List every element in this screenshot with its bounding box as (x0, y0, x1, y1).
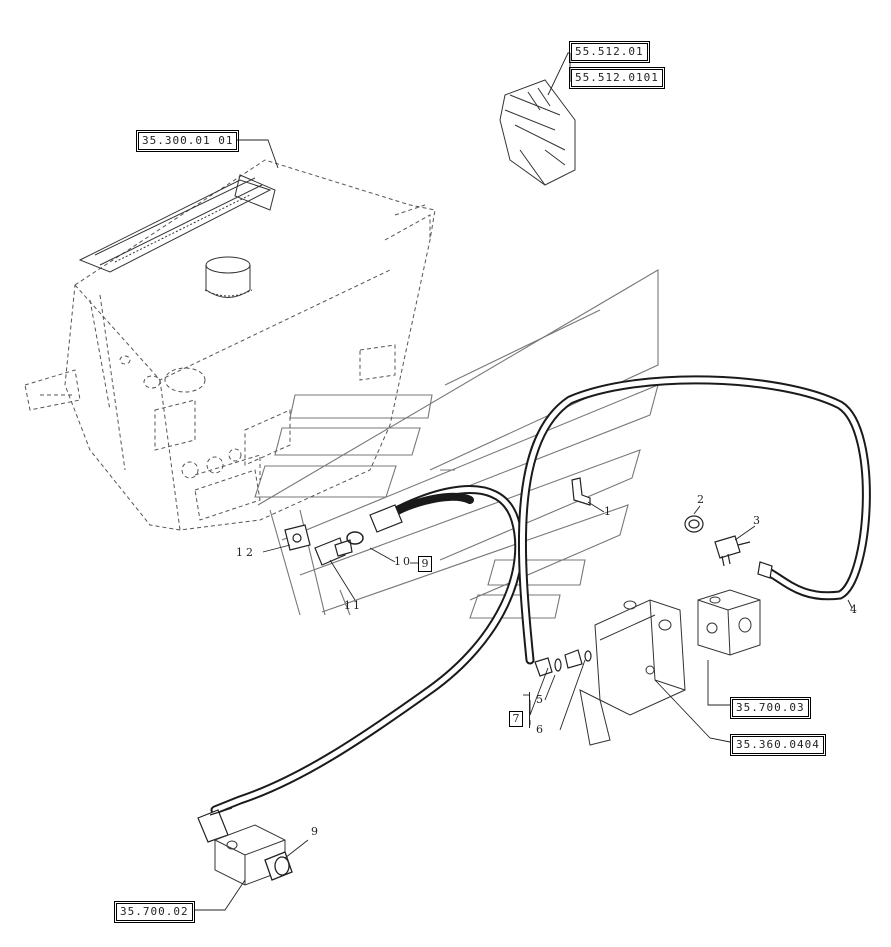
ref-label-55-512-01: 55.512.01 (569, 41, 650, 63)
block-35-700-03 (697, 589, 761, 656)
hose-loop-right-inner (519, 377, 869, 663)
ref-label-35-300-01-01: 35.300.01 01 (135, 130, 240, 152)
callout-3: 3 (753, 514, 760, 527)
callout-10: 10 (394, 555, 412, 568)
cap-9 (264, 851, 293, 881)
tee-3 (714, 535, 751, 567)
control-unit (499, 79, 576, 186)
fitting-11-elbow (314, 537, 353, 566)
callout-bracket (529, 692, 536, 728)
callout-12: 12 (236, 546, 256, 559)
ref-label-55-512-0101: 55.512.0101 (569, 67, 665, 89)
valve-block (579, 599, 686, 746)
bracket-1 (571, 477, 591, 506)
hose-end-4 (757, 561, 773, 579)
fitting-12 (284, 524, 311, 551)
callout-9-box: 9 (418, 556, 432, 572)
hose-end-fitting (369, 504, 403, 533)
watermark-logo (254, 269, 659, 619)
callout-4: 4 (850, 603, 857, 616)
hydraulic-tank (24, 159, 436, 531)
tank-top-rail (78, 174, 276, 273)
callout-6: 6 (536, 723, 543, 736)
hose-long-lower-inner (212, 487, 522, 813)
callout-1: 1 (604, 505, 611, 518)
cap-2 (684, 515, 704, 533)
ref-label-35-360-0404: 35.360.0404 (730, 734, 826, 756)
callout-9: 9 (311, 825, 318, 838)
fittings-5-6 (534, 649, 592, 677)
lower-fitting (197, 807, 233, 843)
ref-label-35-700-02: 35.700.02 (114, 901, 195, 923)
leader-lines (195, 52, 853, 911)
oring-10 (346, 531, 364, 545)
filler-cap (204, 256, 253, 298)
ref-label-35-700-03: 35.700.03 (730, 697, 811, 719)
callout-5: 5 (536, 693, 543, 706)
callout-11: 11 (344, 599, 362, 612)
callout-7-box: 7 (509, 711, 523, 727)
callout-2: 2 (697, 493, 704, 506)
